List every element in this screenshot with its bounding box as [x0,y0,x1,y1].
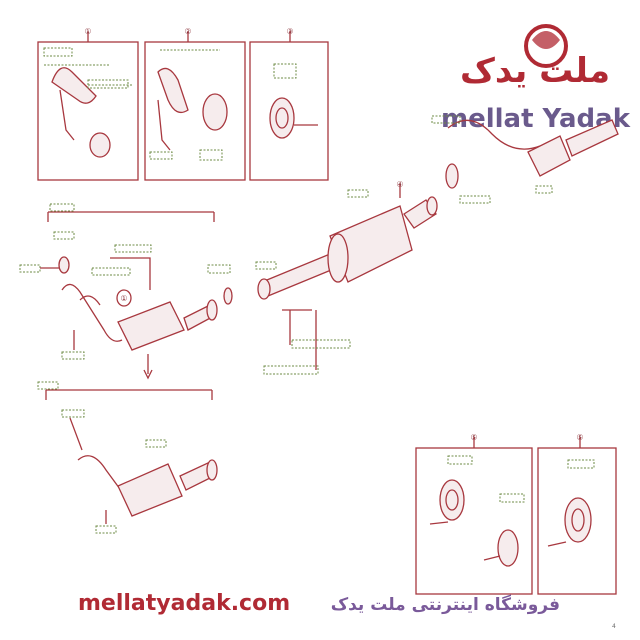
callout-label-3: ③ [286,27,293,36]
center-pipe-assembly: ④ [255,180,438,375]
detail-box-1: ① [37,27,139,181]
gasket-part [89,132,111,158]
callout-label-5a: ⑤ [470,433,477,442]
ring-gasket-part [269,97,295,139]
brand-logo-mark [524,24,568,68]
catalytic-converter-part [117,463,183,517]
callout-label-5b: ⑤ [576,433,583,442]
tail-muffler-part [527,135,571,177]
brand-name-persian: ملت یدک [460,51,610,91]
detail-box-5b: ⑤ [537,433,617,595]
detail-box-3: ③ [249,27,329,181]
flange-gasket-part [202,93,228,131]
store-name-persian: فروشگاه اینترنتی ملت یدک [331,594,560,615]
joint-gasket [207,264,233,305]
detail-box-2: ② [144,27,246,181]
center-pipe-part [261,253,337,297]
drawing-code: 4 [612,623,616,630]
gasket-part [439,479,465,521]
brand-logo: ملت یدک mellat Yadak [441,24,631,134]
part-code-tag [87,79,129,89]
catalytic-converter-part [117,301,185,351]
callout-label-2: ② [184,27,191,36]
callout-label-1b: ① [120,294,127,303]
callout-label-1: ① [84,27,91,36]
bracket-part [157,67,189,114]
exhaust-manifold-part [51,67,97,104]
ring-gasket-part [564,497,592,543]
tail-pipe-part [565,119,619,157]
website-url: mellatyadak.com [78,591,290,616]
tail-pipe-assembly [431,115,619,204]
callout-label-4: ④ [396,180,403,189]
front-pipe-assembly: ① [19,203,218,360]
front-pipe-variant [37,354,218,534]
detail-box-5a: ⑤ [415,433,533,595]
part-code-tag [43,47,73,57]
